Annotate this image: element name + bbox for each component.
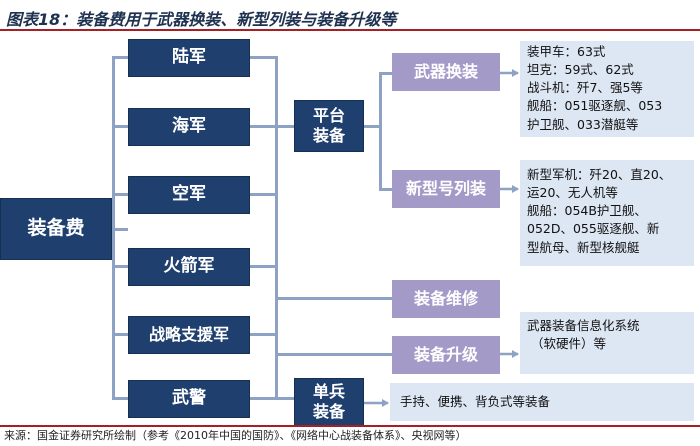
weapon-refit-details: 装甲车：63式 坦克：59式、62式 战斗机：歼7、强5等 舰船：051驱逐舰、… <box>520 41 694 137</box>
branch-navy: 海军 <box>128 108 250 146</box>
connector-newmodels <box>379 188 392 191</box>
connector-branch-4 <box>112 265 128 268</box>
connector-refit <box>379 72 392 75</box>
connector-upgrade <box>275 353 392 356</box>
connector-root <box>112 228 128 231</box>
connector-branch-5 <box>112 333 128 336</box>
connector-right-4 <box>250 265 275 268</box>
soldier-details: 手持、便携、背负式等装备 <box>390 383 694 421</box>
connector-platform <box>275 125 295 128</box>
soldier-label-line2: 装备 <box>312 402 345 421</box>
detail-line: 新型军机：歼20、直20、 <box>527 167 672 182</box>
detail-line: 型航母、新型核舰艇 <box>527 239 640 255</box>
connector-right-3 <box>250 193 275 196</box>
detail-line: 护卫舰、033潜艇等 <box>527 116 639 132</box>
branch-strategic-support: 战略支援军 <box>128 316 250 354</box>
branch-armed-police: 武警 <box>128 380 250 418</box>
figure-title: 图表18：装备费用于武器换装、新型列装与装备升级等 <box>6 10 397 29</box>
detail-line: 舰船：054B护卫舰、 <box>527 203 647 219</box>
soldier-label-line1: 单兵 <box>312 382 345 401</box>
branch-air-force: 空军 <box>128 176 250 214</box>
connector-right-6 <box>250 397 275 400</box>
new-models-details: 新型军机：歼20、直20、 运20、无人机等 舰船：054B护卫舰、 052D、… <box>520 160 694 266</box>
root-equipment-cost: 装备费 <box>0 198 112 260</box>
connector-right-1 <box>250 56 275 59</box>
connector-platform-out <box>364 125 379 128</box>
weapon-refit: 武器换装 <box>392 53 500 91</box>
new-models: 新型号列装 <box>392 170 500 208</box>
detail-line: （软硬件）等 <box>531 336 607 352</box>
detail-line: 052D、055驱逐舰、新 <box>527 221 660 237</box>
connector-soldier <box>275 397 295 400</box>
source-rule <box>0 425 700 427</box>
connector-maintenance <box>275 297 392 300</box>
detail-line: 坦克：59式、62式 <box>527 62 634 78</box>
upgrade-details: 武器装备信息化系统 （软硬件）等 <box>520 312 694 374</box>
platform-label-line1: 平台 <box>312 106 345 125</box>
equipment-upgrade: 装备升级 <box>392 336 500 374</box>
detail-line: 武器装备信息化系统 <box>527 318 640 333</box>
branch-army: 陆军 <box>128 39 250 77</box>
detail-line: 运20、无人机等 <box>527 185 618 201</box>
platform-label-line2: 装备 <box>312 126 345 145</box>
title-rule <box>0 29 700 31</box>
connector-right-5 <box>250 333 275 336</box>
connector-branch-3 <box>112 193 128 196</box>
connector-right-2 <box>250 125 275 128</box>
branch-rocket-force: 火箭军 <box>128 248 250 286</box>
connector-branch-1 <box>112 56 128 59</box>
detail-line: 舰船：051驱逐舰、053 <box>527 98 663 114</box>
detail-line: 装甲车：63式 <box>527 44 606 59</box>
connector-platform-fork <box>379 72 382 190</box>
platform-equipment: 平台 装备 <box>294 100 364 152</box>
soldier-equipment: 单兵 装备 <box>294 378 364 426</box>
source-note: 来源：国金证券研究所绘制（参考《2010年中国的国防》、《网络中心战装备体系》、… <box>4 429 467 442</box>
connector-branch-trunk <box>112 56 115 399</box>
equipment-maintenance: 装备维修 <box>392 280 500 318</box>
connector-branch-2 <box>112 125 128 128</box>
connector-right-trunk <box>275 56 278 400</box>
connector-branch-6 <box>112 397 128 400</box>
detail-line: 战斗机：歼7、强5等 <box>527 80 643 96</box>
